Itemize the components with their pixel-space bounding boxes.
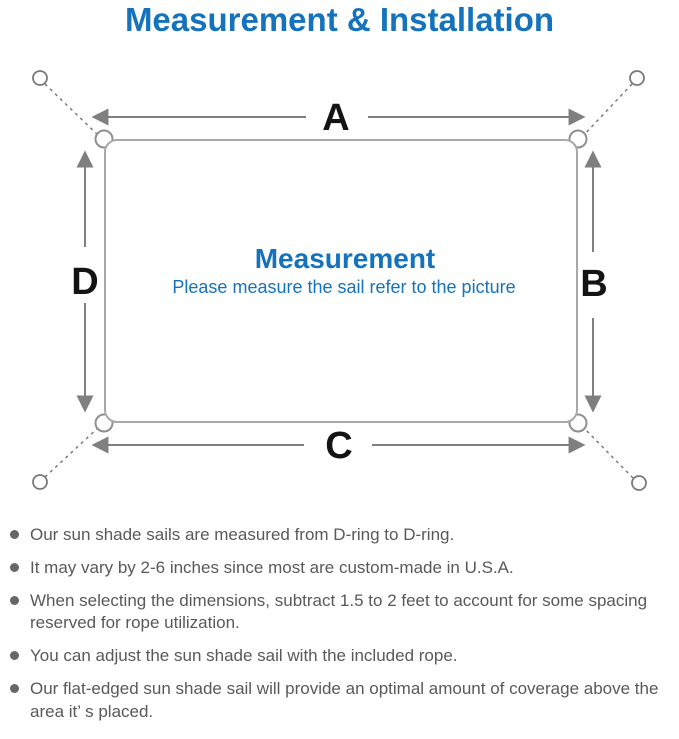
list-item: Our sun shade sails are measured from D-… <box>9 524 667 546</box>
dimension-label-a: A <box>322 97 349 139</box>
bullet-icon <box>10 596 19 606</box>
tether-line-icon <box>581 425 634 479</box>
sail-outline <box>104 139 578 423</box>
note-text: Our sun shade sails are measured from D-… <box>30 525 455 544</box>
list-item: Our flat-edged sun shade sail will provi… <box>9 678 667 722</box>
page-title: Measurement & Installation <box>124 1 555 38</box>
note-text: You can adjust the sun shade sail with t… <box>30 646 458 666</box>
bullet-icon <box>10 651 19 661</box>
note-text: It may vary by 2-6 inches since most are… <box>30 558 514 578</box>
bullet-icon <box>10 530 19 539</box>
tether-line-icon <box>581 83 633 138</box>
list-item: When selecting the dimensions, subtract … <box>9 590 667 634</box>
diagram-center-subtitle: Please measure the sail refer to the pic… <box>172 277 515 297</box>
anchor-point-icon <box>629 70 645 86</box>
anchor-point-icon <box>32 474 48 490</box>
dimension-label-d: D <box>71 261 98 303</box>
diagram-center-title: Measurement <box>255 243 436 274</box>
bullet-icon <box>10 563 19 573</box>
list-item: It may vary by 2-6 inches since most are… <box>9 557 667 579</box>
note-text: When selecting the dimensions, subtract … <box>30 591 648 633</box>
anchor-point-icon <box>631 475 647 491</box>
dimension-label-c: C <box>325 425 352 467</box>
notes-list: Our sun shade sails are measured from D-… <box>9 524 667 734</box>
list-item: You can adjust the sun shade sail with t… <box>9 645 667 667</box>
note-text: Our flat-edged sun shade sail will provi… <box>30 679 659 721</box>
anchor-point-icon <box>32 70 48 86</box>
measurement-diagram: A C D B Measurement Please measure the s… <box>32 70 647 491</box>
tether-line-icon <box>44 83 101 138</box>
bullet-icon <box>10 684 19 694</box>
dimension-label-b: B <box>580 263 607 305</box>
tether-line-icon <box>44 425 101 478</box>
